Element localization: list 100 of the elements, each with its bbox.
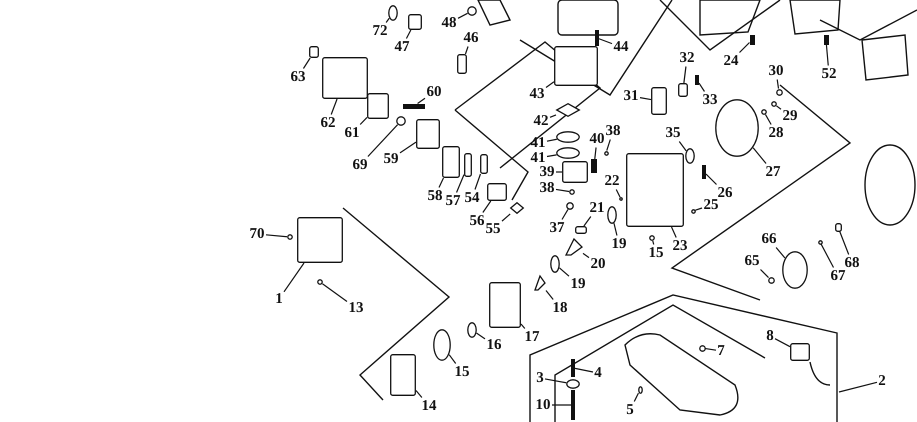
callout-number: 43 — [528, 86, 546, 102]
leader-line — [456, 174, 465, 193]
callout-number: 60 — [425, 84, 443, 100]
screw — [824, 35, 828, 45]
round-part — [317, 279, 323, 285]
part-block — [790, 343, 810, 361]
round-part — [698, 344, 706, 352]
leader-line — [634, 392, 639, 402]
leader-line — [266, 234, 288, 238]
callout-number: 19 — [569, 276, 587, 292]
leader-line — [448, 354, 456, 364]
leader-line — [820, 244, 834, 268]
leader-line — [502, 214, 511, 222]
leader-line — [838, 382, 878, 393]
callout-number: 27 — [764, 164, 782, 180]
leader-line — [774, 338, 790, 348]
leader-line — [464, 46, 469, 54]
callout-number: 46 — [462, 30, 480, 46]
leader-line — [640, 97, 652, 100]
callout-number: 56 — [468, 212, 486, 230]
leader-line — [330, 98, 338, 115]
callout-number: 54 — [463, 190, 481, 206]
leader-line — [458, 12, 468, 19]
round-part — [566, 379, 580, 389]
callout-number: 41 — [529, 150, 547, 166]
callout-number: 29 — [781, 108, 799, 124]
leader-line — [559, 267, 570, 277]
part-block — [575, 226, 587, 234]
round-part — [776, 88, 782, 96]
leader-line — [616, 189, 621, 198]
part-block — [489, 282, 521, 328]
part-drawing — [565, 238, 583, 256]
leader-line — [322, 283, 348, 302]
part-block — [322, 57, 368, 99]
round-part — [768, 276, 774, 284]
leader-line — [546, 81, 554, 88]
leader-line — [652, 240, 654, 245]
callout-number: 37 — [548, 220, 566, 236]
round-part — [685, 148, 695, 164]
callout-number: 24 — [722, 52, 740, 70]
screw — [595, 30, 599, 46]
callout-number: 18 — [551, 300, 569, 316]
part-block — [390, 354, 416, 396]
round-part — [388, 5, 398, 21]
callout-number: 47 — [393, 38, 411, 56]
callout-number: 32 — [678, 50, 696, 66]
round-part — [607, 206, 617, 224]
leader-line — [562, 209, 568, 220]
callout-number: 62 — [319, 114, 337, 132]
callout-number: 38 — [604, 122, 622, 140]
leader-line — [546, 154, 557, 158]
leader-line — [416, 390, 422, 398]
screw — [571, 359, 575, 377]
callout-number: 61 — [343, 124, 361, 142]
callout-number: 17 — [523, 328, 541, 346]
callout-number: 14 — [420, 398, 438, 414]
callout-number: 59 — [382, 150, 400, 168]
leader-line — [546, 138, 557, 142]
round-part — [467, 6, 477, 16]
leader-line — [606, 139, 611, 151]
leader-line — [826, 44, 829, 66]
screw — [695, 75, 699, 85]
round-part — [433, 329, 451, 361]
round-part — [467, 322, 477, 338]
round-part — [782, 251, 808, 289]
leader-line — [670, 226, 677, 238]
leader-line — [284, 262, 304, 292]
leader-line — [613, 223, 618, 236]
leader-line — [583, 216, 592, 226]
leader-line — [839, 231, 850, 255]
round-part — [715, 99, 759, 157]
leader-line — [476, 332, 486, 340]
leader-line — [417, 98, 426, 104]
leader-line — [386, 18, 390, 23]
callout-number: 20 — [589, 256, 607, 272]
screw — [571, 390, 575, 420]
part-block — [626, 153, 684, 227]
callout-number: 65 — [743, 252, 761, 270]
leader-line — [302, 58, 311, 69]
callout-number: 39 — [538, 164, 556, 180]
leader-line — [764, 114, 772, 125]
callout-number: 42 — [532, 112, 550, 130]
callout-number: 40 — [588, 130, 606, 148]
part-drawing — [534, 275, 546, 291]
part-block — [834, 222, 842, 232]
callout-number: 22 — [603, 172, 621, 190]
screw — [750, 35, 754, 45]
leader-line — [546, 290, 554, 300]
callout-number: 19 — [610, 236, 628, 252]
callout-number: 57 — [444, 192, 462, 210]
callout-number: 1 — [274, 290, 284, 308]
callout-number: 16 — [485, 336, 503, 354]
gasket — [556, 103, 580, 117]
leader-line — [776, 105, 782, 110]
leader-line — [678, 141, 687, 152]
callout-number: 63 — [289, 68, 307, 86]
round-part — [396, 116, 406, 126]
callout-number: 30 — [767, 62, 785, 80]
leader-line — [406, 30, 412, 39]
callout-number: 2 — [877, 372, 887, 390]
